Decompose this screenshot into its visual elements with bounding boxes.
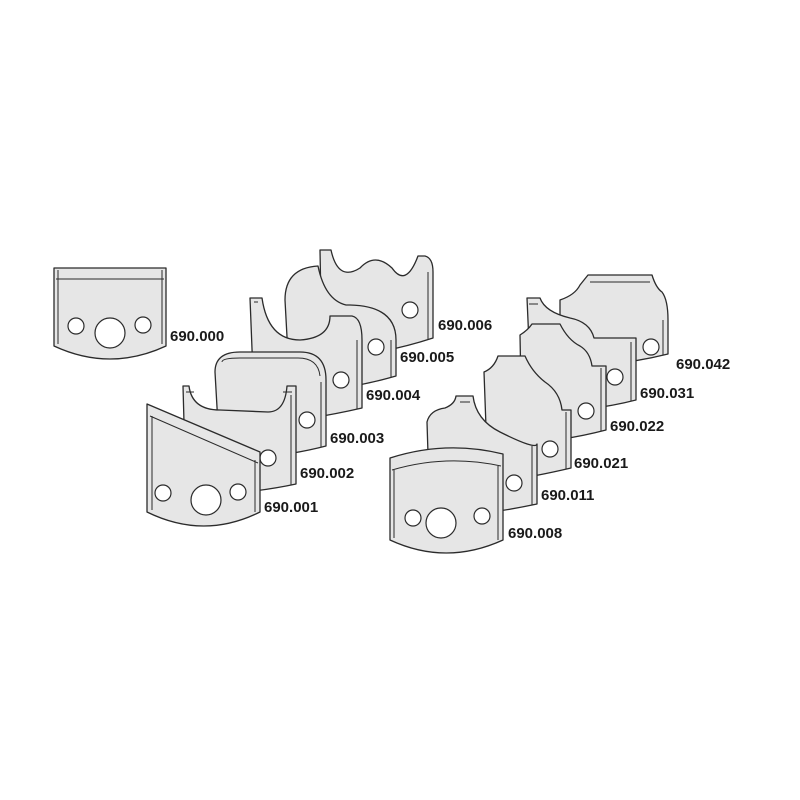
mounting-hole [577,402,595,420]
mounting-hole [94,317,126,349]
mounting-hole [134,316,152,334]
knife-code-label: 690.000 [170,328,224,345]
knife-code-label: 690.031 [640,385,694,402]
mounting-hole [190,484,222,516]
mounting-hole [642,338,660,356]
mounting-hole [473,507,491,525]
knife-bevel-edge [460,401,533,505]
knife-bevel-edge [149,415,259,512]
mounting-hole [606,368,624,386]
mounting-hole [67,317,85,335]
mounting-hole [404,509,422,527]
mounting-hole [298,411,316,429]
knife-code-label: 690.008 [508,525,562,542]
knife-code-label: 690.011 [541,487,594,504]
knife-bevel-edge [391,460,502,540]
mounting-hole [259,449,277,467]
knife-code-label: 690.003 [330,430,384,447]
knife-690-001: 690.001 [146,403,318,527]
knife-bevel-edge [56,270,164,344]
knife-code-label: 690.006 [438,317,492,334]
knife-body [53,267,167,360]
knife-bevel-edge [529,303,632,401]
mounting-hole [154,484,172,502]
knife-690-000: 690.000 [53,267,224,360]
mounting-hole [505,474,523,492]
mounting-hole [401,301,419,319]
knife-bevel-edge [186,391,292,485]
mounting-hole [332,371,350,389]
knife-bevel-edge [221,357,322,447]
knife-690-008: 690.008 [389,447,562,554]
knife-code-label: 690.021 [574,455,628,472]
mounting-hole [541,440,559,458]
knife-code-label: 690.004 [366,387,421,404]
mounting-hole [229,483,247,501]
mounting-hole [425,507,457,539]
knife-bevel-edge [590,281,664,355]
knife-code-label: 690.005 [400,349,454,366]
knife-code-label: 690.022 [610,418,664,435]
knife-bevel-edge [254,301,358,409]
knife-code-label: 690.002 [300,465,354,482]
knife-code-label: 690.001 [264,499,318,516]
knife-code-label: 690.042 [676,356,730,373]
mounting-hole [367,338,385,356]
knife-body [389,447,504,554]
